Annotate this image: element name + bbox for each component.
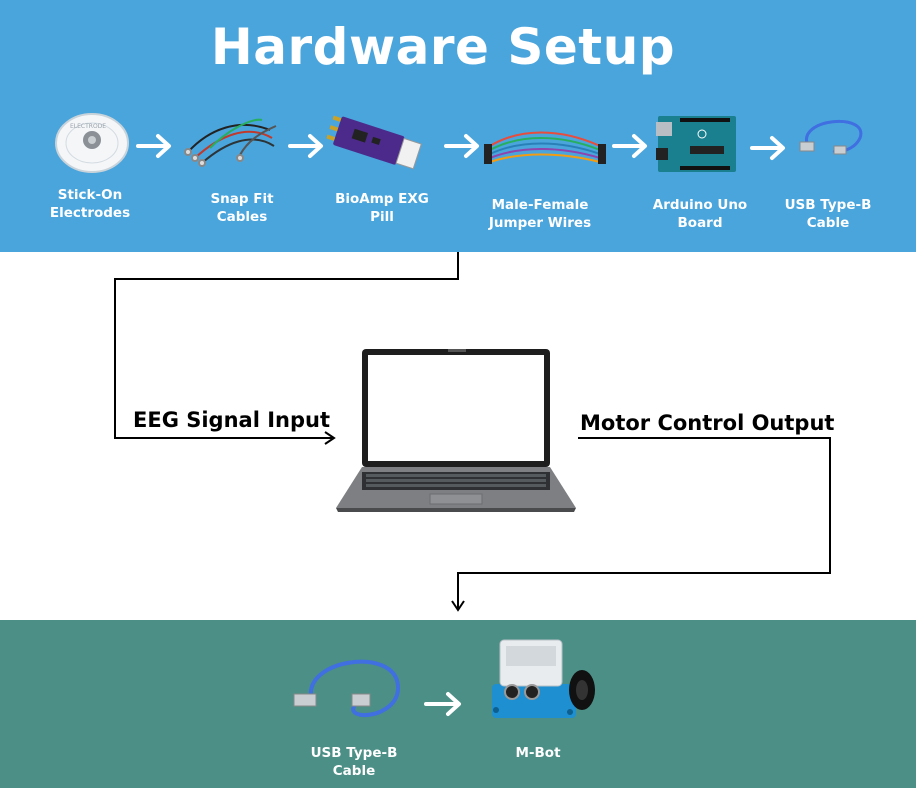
motor-control-output-label: Motor Control Output <box>580 411 835 435</box>
signal-input-connector <box>114 252 459 445</box>
arduino-board-icon <box>656 116 736 172</box>
usb-cable-icon <box>293 659 401 718</box>
usb-cable-icon <box>799 119 863 155</box>
component-label-jumper-wires: Male-Female Jumper Wires <box>488 197 592 231</box>
bioamp-board-icon <box>326 115 422 170</box>
eeg-signal-input-label: EEG Signal Input <box>133 408 331 432</box>
svg-text:ELECTRODE: ELECTRODE <box>70 123 106 130</box>
arrow-right-icon <box>288 134 323 158</box>
arrow-right-icon <box>136 134 171 158</box>
electrode-icon: ELECTRODE <box>55 113 129 173</box>
hardware-setup-banner <box>0 0 916 252</box>
arrow-right-icon <box>444 134 479 158</box>
component-label-snap-cables: Snap Fit Cables <box>210 191 274 225</box>
mbot-robot-icon <box>492 639 595 718</box>
component-label-usb-cable: USB Type-B Cable <box>784 197 872 231</box>
chain-arrows <box>136 134 785 160</box>
motor-output-connector <box>451 437 831 612</box>
bottom-label-usb-cable: USB Type-B Cable <box>310 745 398 779</box>
laptop-icon <box>336 349 576 512</box>
component-label-electrodes: Stick-On Electrodes <box>49 187 131 221</box>
arrow-right-icon <box>612 134 647 158</box>
bottom-label-mbot: M-Bot <box>515 745 561 761</box>
jumper-wires-icon <box>484 131 606 164</box>
component-label-arduino: Arduino Uno Board <box>652 197 748 231</box>
arrow-right-icon <box>424 692 461 716</box>
component-label-bioamp: BioAmp EXG Pill <box>335 191 429 225</box>
arrow-right-icon <box>750 136 785 160</box>
page-title: Hardware Setup <box>210 18 676 76</box>
snap-cable-icon <box>184 118 277 167</box>
